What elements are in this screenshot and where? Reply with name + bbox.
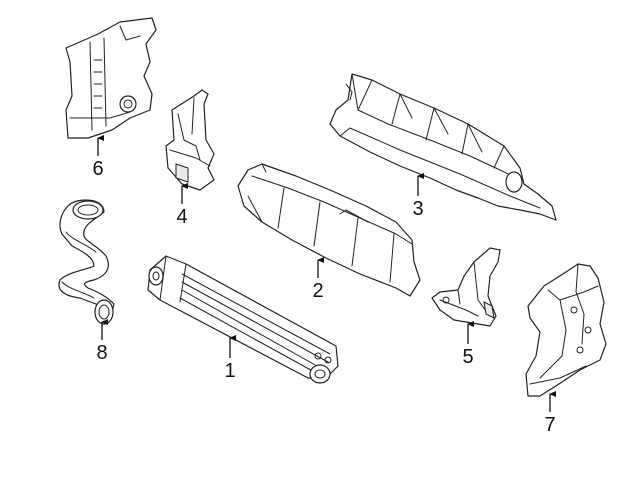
callout-3: 3: [412, 198, 423, 220]
callout-5: 5: [462, 346, 473, 368]
callout-7: 7: [544, 414, 555, 436]
leader-lines: [97, 135, 556, 412]
callout-2: 2: [312, 280, 323, 302]
callout-labels: 1 2 3 4 5 6 7 8: [92, 158, 555, 436]
callout-4: 4: [176, 206, 187, 228]
callout-6: 6: [92, 158, 103, 180]
part-2-radiator-air-duct: [237, 163, 421, 297]
part-7-side-air-duct: [525, 263, 607, 397]
callout-1: 1: [224, 360, 235, 382]
part-6-air-duct-bracket: [65, 17, 157, 139]
part-1-charge-air-cooler: [147, 255, 339, 384]
part-4-mounting-bracket: [165, 89, 215, 191]
part-8-coolant-hose: [58, 199, 115, 325]
part-3-air-guide-duct: [329, 73, 557, 221]
callout-8: 8: [96, 342, 107, 364]
part-5-bracket: [431, 247, 501, 327]
